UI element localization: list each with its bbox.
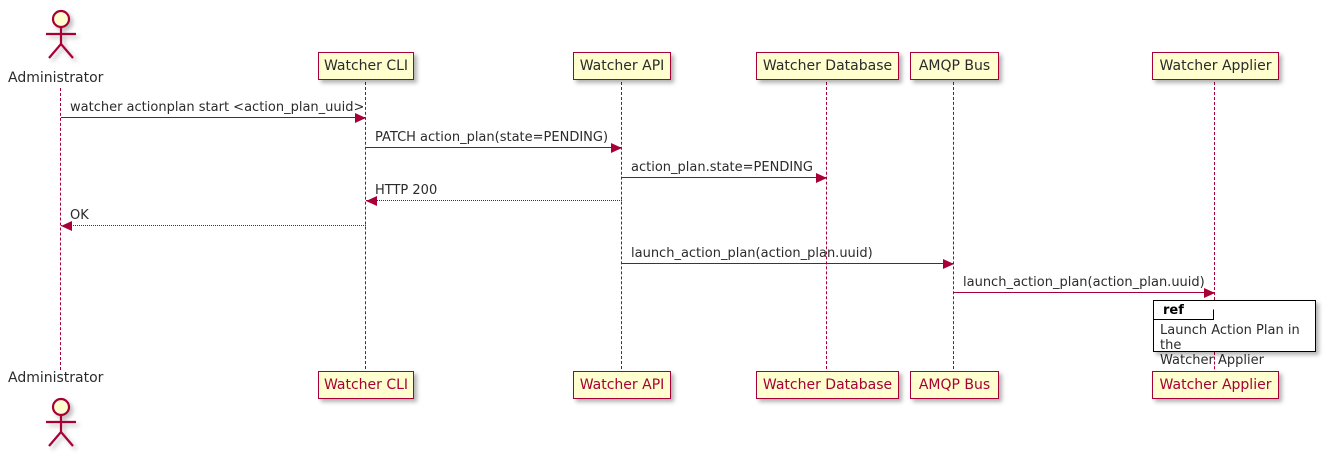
actor-label-administrator-bottom: Administrator — [8, 370, 104, 386]
actor-stick-figure-icon — [46, 9, 76, 59]
message-line-msg-action-plan-state-pending — [622, 177, 827, 178]
actor-stick-figure-icon — [46, 397, 76, 447]
lifeline-watcher-database — [826, 82, 828, 374]
participant-box-watcher-database-bottom[interactable]: Watcher Database — [756, 371, 899, 399]
ref-fragment-tab-label: ref — [1163, 302, 1184, 318]
ref-fragment-body: Launch Action Plan in the Watcher Applie… — [1160, 323, 1300, 368]
message-line-msg-ok — [61, 225, 366, 226]
message-label-msg-ok: OK — [70, 208, 89, 223]
participant-box-watcher-applier-bottom[interactable]: Watcher Applier — [1152, 371, 1279, 399]
message-arrowhead-msg-http-200 — [366, 195, 377, 206]
participant-label: Watcher CLI — [323, 377, 409, 393]
message-label-msg-http-200: HTTP 200 — [375, 183, 438, 198]
message-label-msg-start-actionplan: watcher actionplan start <action_plan_uu… — [70, 100, 365, 115]
participant-box-watcher-applier-top[interactable]: Watcher Applier — [1152, 52, 1279, 80]
participant-box-watcher-cli-top[interactable]: Watcher CLI — [318, 52, 414, 80]
participant-label: Watcher API — [579, 377, 665, 393]
ref-fragment-tab: ref — [1154, 301, 1214, 320]
message-label-msg-launch-action-plan-applier: launch_action_plan(action_plan.uuid) — [963, 275, 1205, 290]
actor-administrator-bottom[interactable] — [40, 396, 82, 448]
lifeline-amqp-bus — [953, 82, 955, 374]
message-label-msg-patch-action-plan: PATCH action_plan(state=PENDING) — [375, 130, 609, 145]
lifeline-administrator — [60, 88, 62, 370]
message-arrowhead-msg-launch-action-plan-applier — [1204, 287, 1215, 298]
message-arrowhead-msg-action-plan-state-pending — [816, 172, 827, 183]
participant-box-watcher-cli-bottom[interactable]: Watcher CLI — [318, 371, 414, 399]
lifeline-watcher-applier — [1214, 352, 1216, 374]
participant-label: Watcher Applier — [1159, 377, 1272, 393]
participant-box-watcher-api-top[interactable]: Watcher API — [573, 52, 671, 80]
participant-label: Watcher CLI — [323, 58, 409, 74]
participant-label: AMQP Bus — [918, 377, 991, 393]
message-arrowhead-msg-ok — [61, 220, 72, 231]
participant-box-watcher-api-bottom[interactable]: Watcher API — [573, 371, 671, 399]
message-label-msg-action-plan-state-pending: action_plan.state=PENDING — [631, 160, 813, 175]
lifeline-watcher-cli — [365, 82, 367, 374]
participant-box-amqp-bus-top[interactable]: AMQP Bus — [910, 52, 999, 80]
participant-box-watcher-database-top[interactable]: Watcher Database — [756, 52, 899, 80]
message-arrowhead-msg-launch-action-plan-bus — [943, 258, 954, 269]
participant-label: Watcher Database — [762, 58, 893, 74]
participant-label: AMQP Bus — [918, 58, 991, 74]
actor-administrator-top[interactable] — [40, 8, 82, 60]
actor-label-administrator-top: Administrator — [8, 70, 104, 86]
message-line-msg-launch-action-plan-bus — [622, 263, 954, 264]
message-line-msg-launch-action-plan-applier — [954, 292, 1215, 293]
message-line-msg-http-200 — [366, 200, 622, 201]
message-arrowhead-msg-patch-action-plan — [611, 142, 622, 153]
lifeline-watcher-applier — [1214, 82, 1216, 300]
participant-label: Watcher Database — [762, 377, 893, 393]
message-line-msg-start-actionplan — [61, 117, 366, 118]
participant-label: Watcher Applier — [1159, 58, 1272, 74]
message-label-msg-launch-action-plan-bus: launch_action_plan(action_plan.uuid) — [631, 246, 873, 261]
message-line-msg-patch-action-plan — [366, 147, 622, 148]
message-arrowhead-msg-start-actionplan — [355, 112, 366, 123]
lifeline-watcher-api — [621, 82, 623, 374]
participant-box-amqp-bus-bottom[interactable]: AMQP Bus — [910, 371, 999, 399]
participant-label: Watcher API — [579, 58, 665, 74]
